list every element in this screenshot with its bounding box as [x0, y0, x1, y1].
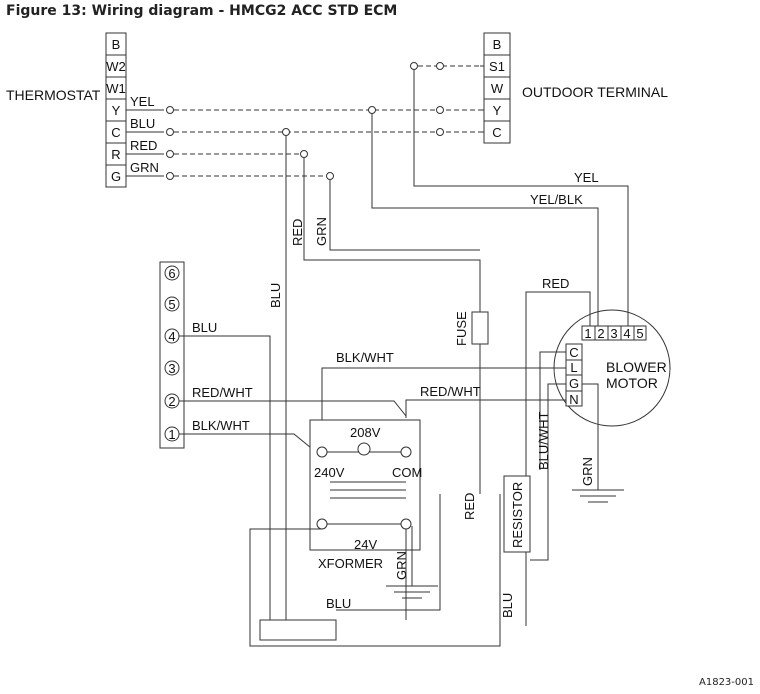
board-terminal-5: 5 [168, 297, 175, 312]
motor-pin-2: 2 [597, 326, 604, 341]
motor-pin-n: N [569, 392, 578, 407]
thermostat-field-wiring [126, 62, 484, 180]
outdoor-terminal-y: Y [493, 103, 502, 118]
motor-pin-l: L [570, 360, 577, 375]
wire-label-blk-wht-terminal1: BLK/WHT [192, 418, 250, 433]
board-terminal-6: 6 [168, 266, 175, 281]
motor-pin-1: 1 [584, 326, 591, 341]
fuse-label: FUSE [454, 311, 469, 346]
motor-pin-g: G [569, 376, 579, 391]
motor-pin-c: C [569, 345, 578, 360]
board-terminal-3: 3 [168, 361, 175, 376]
wire-label-red-motor: RED [542, 276, 569, 291]
wire-label-blu: BLU [130, 116, 155, 131]
wire-label-red-wht-terminal2: RED/WHT [192, 385, 253, 400]
outdoor-terminal-b: B [493, 37, 502, 52]
wire-label-blu-lower: BLU [500, 593, 515, 618]
wire-label-blu-bottom: BLU [326, 596, 351, 611]
transformer-tap-right-label: COM [392, 465, 422, 480]
board-terminal-4: 4 [168, 329, 175, 344]
figure-title: Figure 13: Wiring diagram - HMCG2 ACC ST… [6, 3, 398, 19]
transformer [309, 419, 421, 551]
thermostat-terminal-b: B [112, 37, 121, 52]
figure-reference-code: A1823-001 [699, 677, 754, 688]
wire-label-blu-vertical: BLU [268, 283, 283, 308]
thermostat-terminal-r: R [111, 147, 120, 162]
thermostat-terminal-y: Y [112, 103, 121, 118]
transformer-label: XFORMER [318, 556, 383, 571]
wire-label-red-wht-motor: RED/WHT [420, 384, 481, 399]
thermostat-terminal-w2: W2 [106, 59, 126, 74]
motor-pin-4: 4 [623, 326, 630, 341]
resistor-label: RESISTOR [510, 482, 525, 548]
transformer-secondary-label: 24V [354, 537, 377, 552]
board-terminal-2: 2 [168, 394, 175, 409]
wire-label-yel-blk: YEL/BLK [530, 192, 583, 207]
resistor [503, 475, 531, 553]
wire-label-yel-outdoor: YEL [574, 170, 599, 185]
wire-label-red-vertical: RED [290, 219, 305, 246]
motor-pin-5: 5 [636, 326, 643, 341]
wire-label-blu-terminal4: BLU [192, 320, 217, 335]
wire-label-grn-xformer: GRN [394, 551, 409, 580]
motor-pin-3: 3 [610, 326, 617, 341]
wire-label-red-lower: RED [462, 493, 477, 520]
outdoor-terminal-w: W [491, 81, 504, 96]
thermostat-label: THERMOSTAT [6, 87, 101, 103]
transformer-tap-left-label: 240V [314, 465, 345, 480]
control-board-strip: 6 5 4 3 2 1 [159, 261, 185, 449]
bottom-terminal-block [259, 619, 337, 641]
blower-motor-label-line1: BLOWER [606, 359, 667, 375]
outdoor-terminal-c: C [492, 125, 501, 140]
board-terminal-1: 1 [168, 427, 175, 442]
blower-motor [553, 309, 671, 427]
wire-label-blk-wht-top: BLK/WHT [336, 350, 394, 365]
thermostat-terminal-g: G [111, 169, 121, 184]
transformer-primary-label: 208V [350, 425, 381, 440]
thermostat-strip: B W2 W1 Y C R G [105, 32, 127, 188]
wire-label-grn: GRN [130, 160, 159, 175]
outdoor-terminal-label: OUTDOOR TERMINAL [522, 84, 668, 100]
wire-label-red: RED [130, 138, 157, 153]
outdoor-terminal-strip: B S1 W Y C [483, 32, 511, 144]
wire-label-grn-vertical: GRN [314, 217, 329, 246]
wire-label-yel: YEL [130, 94, 155, 109]
fuse [471, 311, 489, 345]
thermostat-terminal-w1: W1 [106, 81, 126, 96]
thermostat-terminal-c: C [111, 125, 120, 140]
blower-motor-label-line2: MOTOR [606, 375, 658, 391]
wire-label-blu-wht: BLU/WHT [536, 411, 551, 470]
outdoor-terminal-s1: S1 [489, 59, 505, 74]
wire-label-grn-motor: GRN [580, 457, 595, 486]
